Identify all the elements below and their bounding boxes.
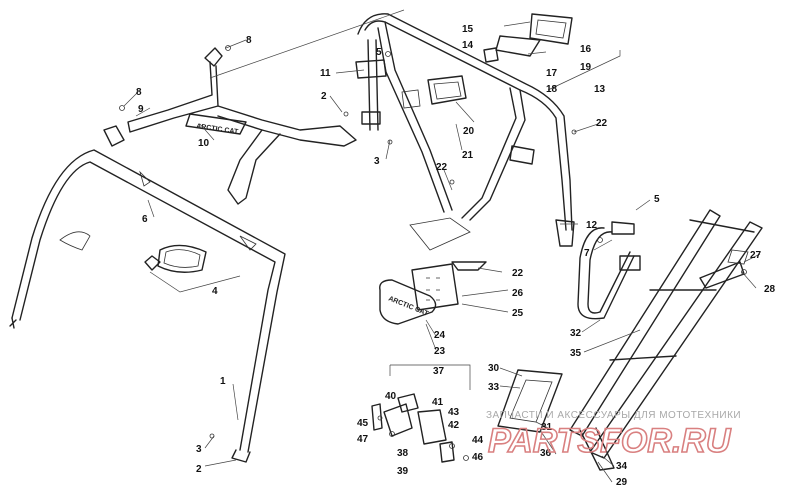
callout-36: 36 [540, 448, 552, 459]
callout-29: 29 [616, 477, 628, 488]
front-rops-hoop [9, 149, 286, 463]
callout-42: 42 [448, 420, 460, 431]
callout-2: 2 [321, 91, 327, 102]
callout-44: 44 [472, 435, 484, 446]
callout-3: 3 [374, 156, 380, 167]
rear-light-housing [379, 279, 437, 325]
callout-17: 17 [546, 68, 558, 79]
callout-numbers: 1 2 2 3 3 4 5 5 6 7 8 8 9 10 11 12 13 14… [136, 24, 776, 488]
callout-7: 7 [584, 248, 590, 259]
callout-47: 47 [357, 434, 369, 445]
callout-22: 22 [596, 118, 608, 129]
callout-13: 13 [594, 84, 606, 95]
callout-14: 14 [462, 40, 474, 51]
group-brackets [209, 9, 621, 390]
tail-light-assembly [483, 13, 573, 63]
callout-19: 19 [580, 62, 592, 73]
callout-8: 8 [136, 87, 142, 98]
callout-39: 39 [397, 466, 409, 477]
callout-25: 25 [512, 308, 524, 319]
light-logo-text: ARCTIC CAT [387, 295, 429, 318]
rear-view-mirror [144, 244, 241, 293]
callout-12: 12 [586, 220, 598, 231]
callout-37: 37 [433, 366, 445, 377]
fasteners [119, 45, 747, 461]
latch-assembly [371, 393, 455, 463]
callout-38: 38 [397, 448, 409, 459]
upper-cross-brace: ARCTIC CAT [103, 47, 357, 205]
callout-30: 30 [488, 363, 500, 374]
callout-11: 11 [320, 68, 331, 79]
callout-35: 35 [570, 348, 582, 359]
callout-18: 18 [546, 84, 558, 95]
callout-24: 24 [434, 330, 446, 341]
callout-5: 5 [654, 194, 660, 205]
callout-5: 5 [376, 47, 382, 58]
callout-33: 33 [488, 382, 500, 393]
callout-34: 34 [616, 461, 628, 472]
callout-27: 27 [750, 250, 762, 261]
callout-16: 16 [580, 44, 592, 55]
callout-43: 43 [448, 407, 460, 418]
dome-light [427, 75, 467, 105]
watermark-tagline: ЗАПЧАСТИ И АКСЕССУАРЫ ДЛЯ МОТОТЕХНИКИ [486, 410, 741, 421]
callout-46: 46 [472, 452, 484, 463]
callout-22: 22 [436, 162, 448, 173]
callout-8: 8 [246, 35, 252, 46]
leader-lines [123, 39, 761, 483]
callout-26: 26 [512, 288, 524, 299]
callout-9: 9 [138, 104, 144, 115]
rear-rops-frame [355, 13, 575, 251]
callout-1: 1 [220, 376, 226, 387]
callout-45: 45 [357, 418, 369, 429]
callout-15: 15 [462, 24, 474, 35]
grab-bar [577, 221, 641, 320]
watermark: ЗАПЧАСТИ И АКСЕССУАРЫ ДЛЯ МОТОТЕХНИКИ PA… [486, 410, 741, 461]
watermark-brand: PARTSFOR.RU [488, 422, 732, 460]
callout-21: 21 [462, 150, 474, 161]
callout-3: 3 [196, 444, 202, 455]
callout-32: 32 [570, 328, 582, 339]
callout-40: 40 [385, 391, 397, 402]
callout-4: 4 [212, 286, 218, 297]
callout-41: 41 [432, 397, 444, 408]
callout-23: 23 [434, 346, 446, 357]
callout-31: 31 [541, 422, 553, 433]
rear-light-bracket: ARCTIC CAT [379, 261, 487, 325]
callout-22: 22 [512, 268, 524, 279]
arctic-cat-plate [185, 113, 247, 135]
brace-logo-text: ARCTIC CAT [196, 123, 240, 136]
callout-20: 20 [463, 126, 475, 137]
callout-2: 2 [196, 464, 202, 475]
callout-10: 10 [198, 138, 210, 149]
callout-28: 28 [764, 284, 776, 295]
callout-6: 6 [142, 214, 148, 225]
